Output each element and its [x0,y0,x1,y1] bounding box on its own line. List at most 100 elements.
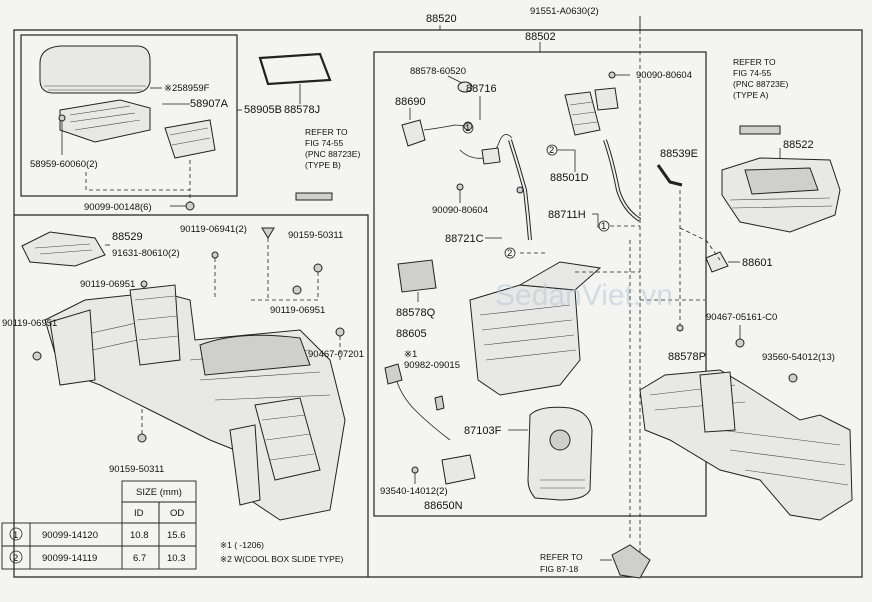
svg-text:REFER TO: REFER TO [733,57,776,67]
cap-88578-60520 [457,81,473,93]
screw-93540-14012 [411,466,419,474]
marker-1-text: 1 [465,123,470,134]
bolt-90090-80604-b [608,71,616,79]
label-09015: 90982-09015 [404,360,460,371]
label-clip-311b: 90159-50311 [109,464,164,475]
clip-90119-06941 [261,227,275,239]
label-88578-60520: 88578-60520 [410,66,466,77]
label-clip-951c: 90119-06951 [270,305,325,316]
tray-88529 [21,231,106,267]
svg-text:REFER TO: REFER TO [540,552,583,562]
label-note-mark: ※1 [404,349,417,360]
note-1: ※1 ( -1206) [220,540,264,550]
label-88578q: 88578Q [396,307,436,319]
console-box-body [44,284,346,521]
label-clip-951a: 90119-06951 [80,279,135,290]
bolt-91631-80610 [211,251,219,259]
screw-93560-54012 [788,373,798,383]
label-lid-clip: ※258959F [164,83,210,94]
label-bolt-top: 91551-A0630(2) [530,6,599,17]
label-88711h: 88711H [548,209,586,221]
size-table-header: SIZE (mm) [136,487,182,498]
size-row-2-id: 6.7 [133,553,146,564]
lid-screw [58,114,66,122]
svg-text:FIG 87-18: FIG 87-18 [540,564,579,574]
size-row-2-mark: 2 [13,553,18,564]
size-row-1-id: 10.8 [130,530,149,541]
clip-90467-07201 [335,327,345,337]
console-lid [39,45,151,94]
label-clip-951b: 90119-06951 [2,318,57,329]
marker-2-text: 2 [507,248,512,259]
label-88578p: 88578P [668,351,706,363]
label-screw-013: 93560-54012(13) [762,352,835,363]
marker-2b-text: 2 [549,145,554,156]
clip-90467-05161-c0 [735,338,745,348]
ref-callout-type-a: REFER TO FIG 74-55 (PNC 88723E) (TYPE A) [733,57,788,100]
label-mat: 88578J [284,104,320,116]
hose-88711h [603,139,642,222]
hinge-58907a [164,119,216,159]
mat-88578j [258,52,332,104]
size-row-1-part: 90099-14120 [42,530,98,541]
hose-88721c [508,139,532,241]
harness-88716 [459,134,524,194]
label-lid-assy: 58905B [244,104,282,116]
svg-text:(PNC 88723E): (PNC 88723E) [305,149,360,159]
label-88522: 88522 [783,139,814,151]
size-table-col-id: ID [134,508,144,519]
clip-90159-50311-b [137,433,147,443]
label-clip-311a: 90159-50311 [288,230,343,241]
svg-text:(TYPE B): (TYPE B) [305,160,341,170]
marker-circle-2-88721c [504,247,516,259]
svg-text:REFER TO: REFER TO [305,127,348,137]
clip-90119-06951-b [32,351,42,361]
label-bolt-604b: 90090-80604 [636,70,692,81]
ref-callout-type-b: REFER TO FIG 74-55 (PNC 88723E) (TYPE B) [305,127,360,170]
label-88716: 88716 [466,83,497,95]
label-bolt-604a: 90090-80604 [432,205,488,216]
size-table-col-od: OD [170,508,184,519]
watermark: SedanViet.vn [495,279,673,312]
label-88601: 88601 [742,257,773,269]
size-row-1-od: 15.6 [167,530,186,541]
ref-type-b-plate [295,192,333,201]
lid-hinge-plate [59,99,151,143]
label-bolt-610: 91631-80610(2) [112,248,180,259]
label-88690: 88690 [395,96,426,108]
grommet-88578p [676,324,684,332]
main-assembly-frame [13,29,863,578]
label-clip-5161: 90467-05161-C0 [706,312,777,323]
label-88578q [397,259,437,293]
lid-87103f [527,406,593,501]
size-table: SIZE (mm) ID OD 1 90099-14120 10.8 15.6 … [1,480,197,570]
lower-left-frame [14,214,369,577]
pipe-88539e [656,164,683,187]
bolt-90099-00148 [185,201,195,211]
label-88501d: 88501D [550,172,589,184]
label-assy-main: 88520 [426,13,457,25]
harness-88605 [384,363,451,441]
label-88539e: 88539E [660,148,698,160]
note-2: ※2 W(COOL BOX SLIDE TYPE) [220,554,343,564]
connector-88690 [401,119,473,147]
size-row-2-part: 90099-14119 [42,553,97,564]
label-clip-201: 90467-07201 [308,349,364,360]
right-console-body [639,369,853,521]
bracket-88650n [441,454,476,485]
cool-box-unit [469,261,602,396]
clip-90119-06951-c [292,285,302,295]
console-bin-88522 [721,157,841,233]
label-87103f: 87103F [464,425,502,437]
label-88721c: 88721C [445,233,484,245]
clip-90119-06951-a [140,280,148,288]
clip-88601 [705,251,729,273]
size-row-1-mark: 1 [13,530,18,541]
label-tray: 88529 [112,231,143,243]
label-sub-assy: 88502 [525,31,556,43]
lid-subassembly-frame [20,34,238,197]
label-hinge: 58907A [190,98,229,110]
svg-text:FIG 74-55: FIG 74-55 [305,138,344,148]
ref-callout-fig-87-18: REFER TO FIG 87-18 [540,552,583,574]
